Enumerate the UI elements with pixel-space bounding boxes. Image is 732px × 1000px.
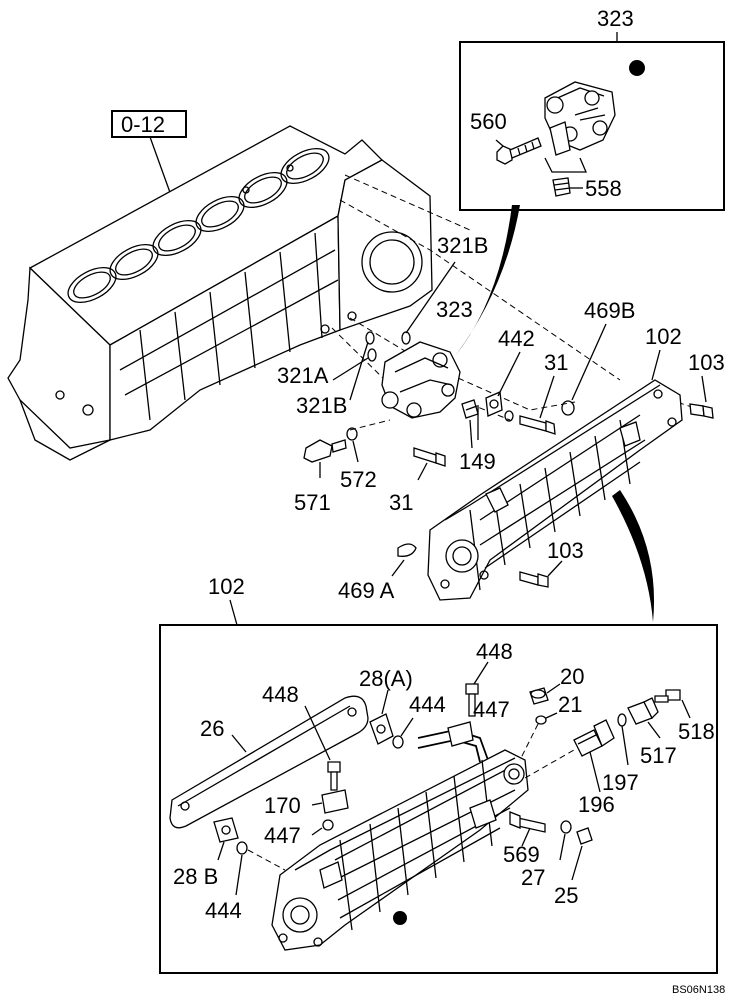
label-447-left: 447 — [264, 823, 301, 848]
cover-26 — [169, 695, 369, 829]
label-21: 21 — [558, 692, 582, 717]
fitting-196 — [573, 719, 615, 793]
reference-box: 0-12 — [111, 110, 187, 199]
label-170: 170 — [264, 793, 301, 818]
oring-447-left — [322, 819, 334, 831]
washer-442 — [504, 410, 514, 422]
main-labels: 321B 323 469B 442 102 103 31 321A 321B 1… — [277, 233, 725, 603]
bolt-103-lower — [519, 560, 563, 588]
label-102-top: 102 — [645, 324, 682, 349]
oring-21 — [535, 715, 547, 725]
footer-code: BS06N138 — [672, 984, 725, 996]
bolt-103-top — [689, 375, 714, 419]
label-28B: 28 B — [173, 864, 218, 889]
label-321B-top: 321B — [437, 233, 488, 258]
gasket-28A — [369, 713, 394, 745]
label-448-top: 448 — [476, 639, 513, 664]
marker-dot-inset — [393, 911, 407, 925]
reference-box-frame — [111, 110, 187, 138]
bolt-31-lower — [413, 447, 446, 481]
washer-27 — [560, 820, 572, 834]
inset-323-title: 323 — [597, 6, 634, 31]
label-447-top: 447 — [473, 697, 510, 722]
label-569: 569 — [503, 842, 540, 867]
bolt-31-right — [519, 375, 556, 435]
label-31-right: 31 — [544, 350, 568, 375]
label-31-lower: 31 — [389, 490, 413, 515]
label-469B: 469B — [584, 298, 635, 323]
plug-558 — [552, 177, 583, 197]
callout-wedge-102 — [612, 490, 655, 622]
egr-cooler-main — [427, 379, 683, 601]
valve-323-main — [381, 341, 461, 419]
inset-102-labels: 448 20 28(A) 448 444 447 21 26 518 517 1… — [173, 639, 715, 923]
label-560: 560 — [470, 109, 507, 134]
label-149: 149 — [459, 449, 496, 474]
stud-569 — [509, 811, 546, 847]
valve-323-drawing — [544, 81, 616, 156]
label-26: 26 — [200, 716, 224, 741]
bolt-518 — [654, 689, 691, 719]
marker-dot — [629, 60, 645, 76]
bracket-170 — [321, 789, 349, 814]
label-444-bottom: 444 — [205, 898, 242, 923]
inset-102-title: 102 — [208, 574, 245, 599]
nut-25 — [576, 827, 593, 845]
label-28A: 28(A) — [359, 666, 413, 691]
bolt-448-left — [304, 705, 341, 791]
bolt-448-top — [465, 661, 489, 717]
inset-323: 323 560 — [459, 6, 725, 211]
label-444-top: 444 — [409, 692, 446, 717]
label-25: 25 — [554, 883, 578, 908]
oring-444-top — [392, 735, 404, 749]
seal-321B-upper — [401, 331, 411, 345]
label-196: 196 — [578, 792, 615, 817]
label-572: 572 — [340, 467, 377, 492]
oring-444-bottom — [236, 841, 248, 855]
label-321B-lower: 321B — [296, 393, 347, 418]
fitting-149 — [461, 399, 479, 440]
label-103-lower: 103 — [547, 538, 584, 563]
label-103-top: 103 — [688, 350, 725, 375]
label-469A: 469 A — [338, 578, 395, 603]
seal-321B-lower — [365, 331, 375, 345]
sensor-571 — [303, 439, 347, 478]
label-197: 197 — [602, 770, 639, 795]
gasket-442 — [485, 351, 521, 417]
label-323: 323 — [436, 297, 473, 322]
seal-321A — [367, 348, 377, 362]
label-27: 27 — [521, 865, 545, 890]
label-321A: 321A — [277, 363, 329, 388]
reference-box-label: 0-12 — [121, 112, 165, 137]
callout-wedge-323 — [455, 205, 520, 356]
label-517: 517 — [640, 743, 677, 768]
label-558: 558 — [585, 176, 622, 201]
oring-469B — [561, 400, 575, 416]
label-518: 518 — [678, 719, 715, 744]
label-20: 20 — [560, 664, 584, 689]
bolt-560 — [495, 137, 542, 165]
oring-469A — [397, 543, 417, 557]
label-448-left: 448 — [262, 682, 299, 707]
washer-572 — [346, 427, 358, 441]
gasket-28B — [213, 817, 239, 843]
egr-cooler-inset — [271, 749, 529, 951]
label-442: 442 — [498, 326, 535, 351]
label-571: 571 — [294, 490, 331, 515]
engine-block-drawing — [7, 125, 433, 461]
inset-102: 102 — [159, 574, 718, 974]
